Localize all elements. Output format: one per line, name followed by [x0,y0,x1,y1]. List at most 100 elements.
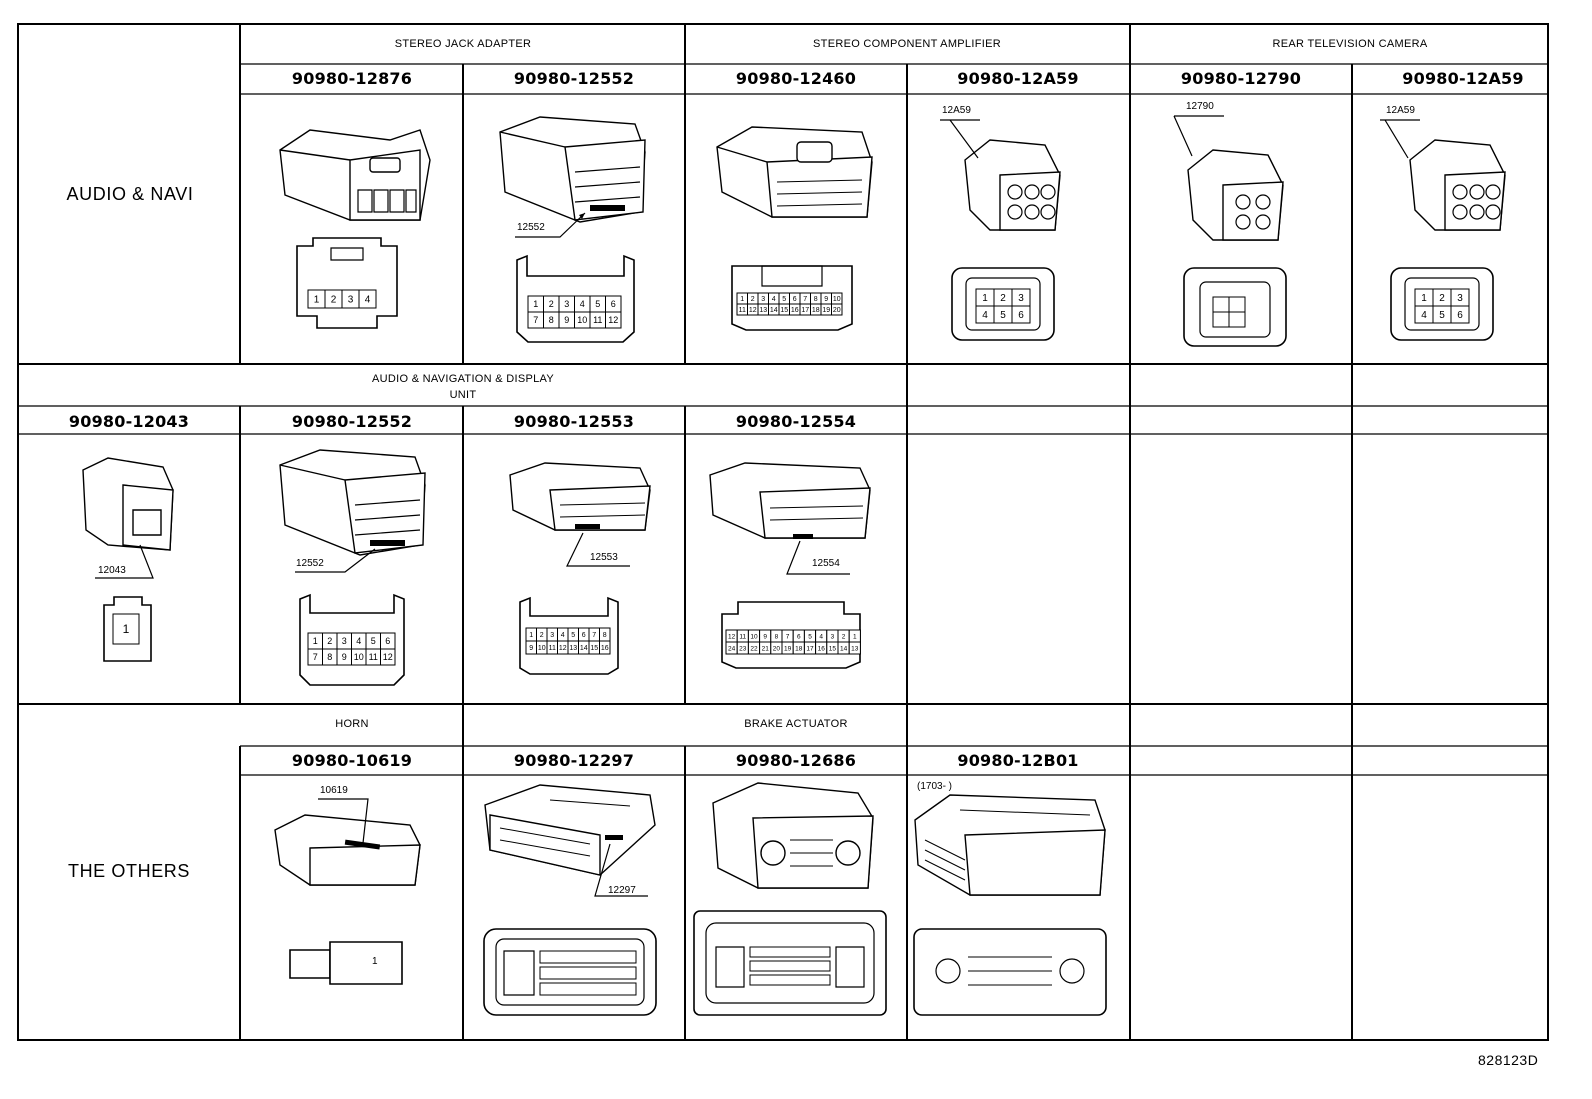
pin-number: 2 [751,296,755,303]
connector-illustration [270,120,440,230]
pin-cell [606,312,622,328]
pin-number: 20 [833,307,841,314]
category-brake-actuator: BRAKE ACTUATOR [744,718,848,730]
pin-number: 3 [1018,293,1024,304]
pin-number: 5 [595,299,600,309]
connector-illustration [270,810,430,890]
leader-line [295,545,385,575]
pin-number: 2 [1000,293,1006,304]
pin-number: 4 [365,295,371,306]
pin-number: 3 [342,636,347,646]
connector-face-frame [910,925,1110,1020]
category-stereo-component-amplifier: STEREO COMPONENT AMPLIFIER [813,38,1001,50]
part-number: 90980-12A59 [957,69,1079,88]
pin-number: 21 [762,645,770,652]
pin-number: 8 [814,296,818,303]
pin-number: 11 [593,315,602,325]
pin-number: 14 [840,645,848,652]
pin-cell [600,641,611,654]
part-number: 90980-12297 [513,751,635,770]
part-number: 90980-12552 [513,69,635,88]
leader-line [515,205,595,240]
pin-number: 12 [728,633,736,640]
part-number: 90980-12686 [735,751,857,770]
pin-number: 8 [775,633,779,640]
category-horn: HORN [335,718,369,730]
pin-number: 17 [806,645,814,652]
pin-number: 17 [801,307,809,314]
callout-label: 12552 [517,222,545,233]
pin-number: 1 [533,299,538,309]
pin-number: 1 [982,293,988,304]
callout-label: 12043 [98,565,126,576]
part-number: 90980-12554 [735,412,857,431]
connector-illustration [910,790,1110,900]
part-number: 90980-12552 [291,412,413,431]
pin-number: 6 [611,299,616,309]
pin-number: 15 [829,645,837,652]
pin-number: 12 [559,645,567,652]
pin-grid: 1 [113,614,139,644]
leader-line [1380,118,1440,163]
part-number: 90980-12B01 [957,751,1079,770]
pin-number: 9 [824,296,828,303]
pin-number: 4 [819,633,823,640]
pin-number: 23 [739,645,747,652]
pin-number: 14 [580,645,588,652]
pin-number: 1 [314,295,320,306]
pin-number: 15 [590,645,598,652]
group-label-audio-navi: AUDIO & NAVI [66,184,194,204]
pin-number: 3 [831,633,835,640]
pin-number: 10 [750,633,758,640]
pin-number: 20 [773,645,781,652]
pin-number: 1 [1421,293,1427,304]
pin-number: 13 [759,307,767,314]
date-note: (1703- ) [917,781,953,792]
pin-number: 11 [739,633,746,640]
connector-illustration [1183,140,1293,245]
pin-number: 7 [592,632,596,639]
leader-line [940,118,1000,163]
part-number: 90980-12460 [735,69,857,88]
pin-number: 5 [1000,310,1006,321]
pin-number: 10 [354,652,364,662]
connector-illustration [712,122,882,222]
connector-illustration [495,112,655,227]
callout-label: 12554 [812,558,840,569]
pin-number: 7 [533,315,538,325]
pin-number: 16 [791,307,799,314]
pin-number: 6 [385,636,390,646]
pin-number: 4 [561,632,565,639]
pin-number: 19 [784,645,792,652]
pin-number: 8 [603,632,607,639]
pin-number: 6 [1457,310,1463,321]
category-audio-navigation-display-line2: UNIT [449,389,477,401]
callout-label: 12A59 [942,105,971,116]
callout-label: 12297 [608,885,636,896]
callout-label: 12552 [296,558,324,569]
connector-illustration [275,445,435,560]
connector-face-frame [286,938,416,988]
pin-number: 4 [580,299,585,309]
pin-cell [359,290,376,308]
pin-number: 5 [571,632,575,639]
connector-face-frame [480,925,660,1020]
pin-number: 6 [793,296,797,303]
pin-number: 16 [601,645,609,652]
pin-number: 19 [822,307,830,314]
pin-number: 3 [1457,293,1463,304]
pin-number: 4 [772,296,776,303]
connector-illustration [480,780,660,880]
pin-number: 16 [818,645,826,652]
connector-illustration [1405,130,1515,240]
pin-number: 11 [739,307,746,314]
pin-number: 5 [808,633,812,640]
pin-number: 15 [780,307,788,314]
pin-cell [381,649,396,665]
pin-number: 2 [1439,293,1445,304]
pin-number: 2 [327,636,332,646]
